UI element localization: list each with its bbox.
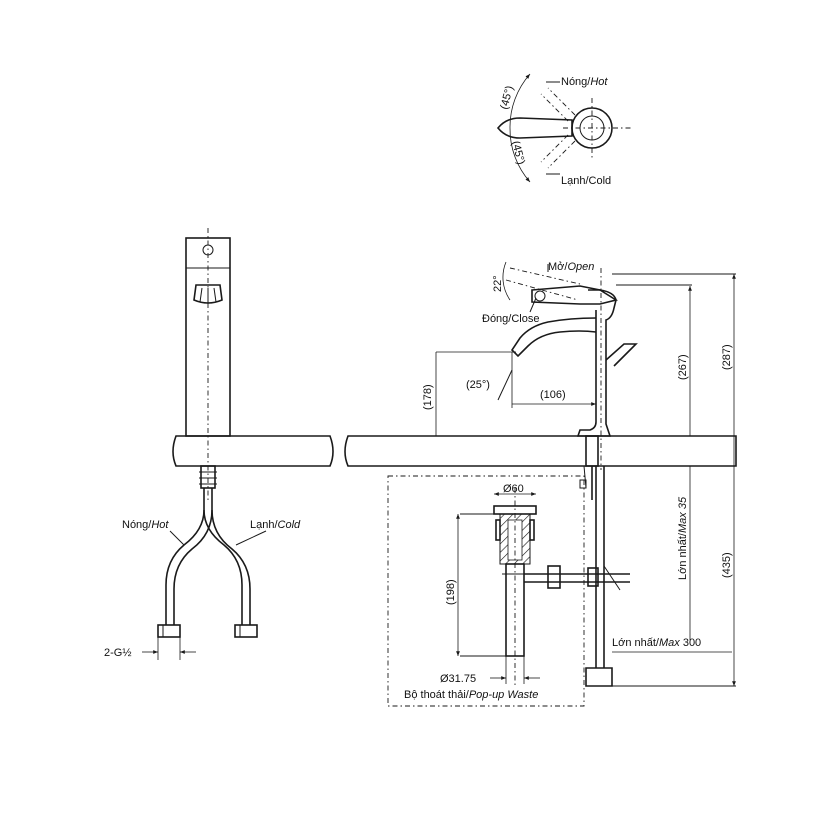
popup-waste-box: Ø60 (198) Ø31.75 Bộ thoát thải/Pop-up Wa… (387, 475, 630, 707)
dim-287: (287) (721, 344, 733, 370)
side-view: 22° Mở/Open Đóng/Close (178) (25°) (106)… (344, 261, 737, 687)
angle-bottom: (45°) (509, 140, 527, 166)
dim-198: (198) (445, 579, 457, 605)
hot-label: Nóng/Hot (561, 76, 608, 88)
angle-22: 22° (492, 275, 504, 292)
dia-3175: Ø31.75 (440, 673, 476, 685)
front-hot-label: Nóng/Hot (122, 519, 169, 531)
max-300: Lớn nhất/Max 300 (612, 637, 701, 649)
dim-435: (435) (721, 552, 733, 578)
open-label: Mở/Open (548, 261, 594, 273)
angle-25: (25°) (466, 379, 490, 391)
thread-size: 2-G½ (104, 647, 132, 659)
dim-267: (267) (677, 354, 689, 380)
cold-label: Lạnh/Cold (561, 175, 611, 187)
dim-178: (178) (422, 384, 434, 410)
handle-rotation-diagram: Nóng/Hot Lạnh/Cold (45°) (45°) (496, 73, 632, 187)
close-label: Đóng/Close (482, 313, 539, 325)
dim-106: (106) (540, 389, 566, 401)
front-cold-label: Lạnh/Cold (250, 519, 301, 531)
front-view: Nóng/Hot Lạnh/Cold 2-G½ (104, 228, 334, 660)
angle-top: (45°) (498, 85, 516, 111)
waste-caption: Bộ thoát thải/Pop-up Waste (404, 689, 538, 701)
max-35: Lớn nhất/Max 35 (677, 496, 689, 580)
dia-60: Ø60 (503, 483, 524, 495)
